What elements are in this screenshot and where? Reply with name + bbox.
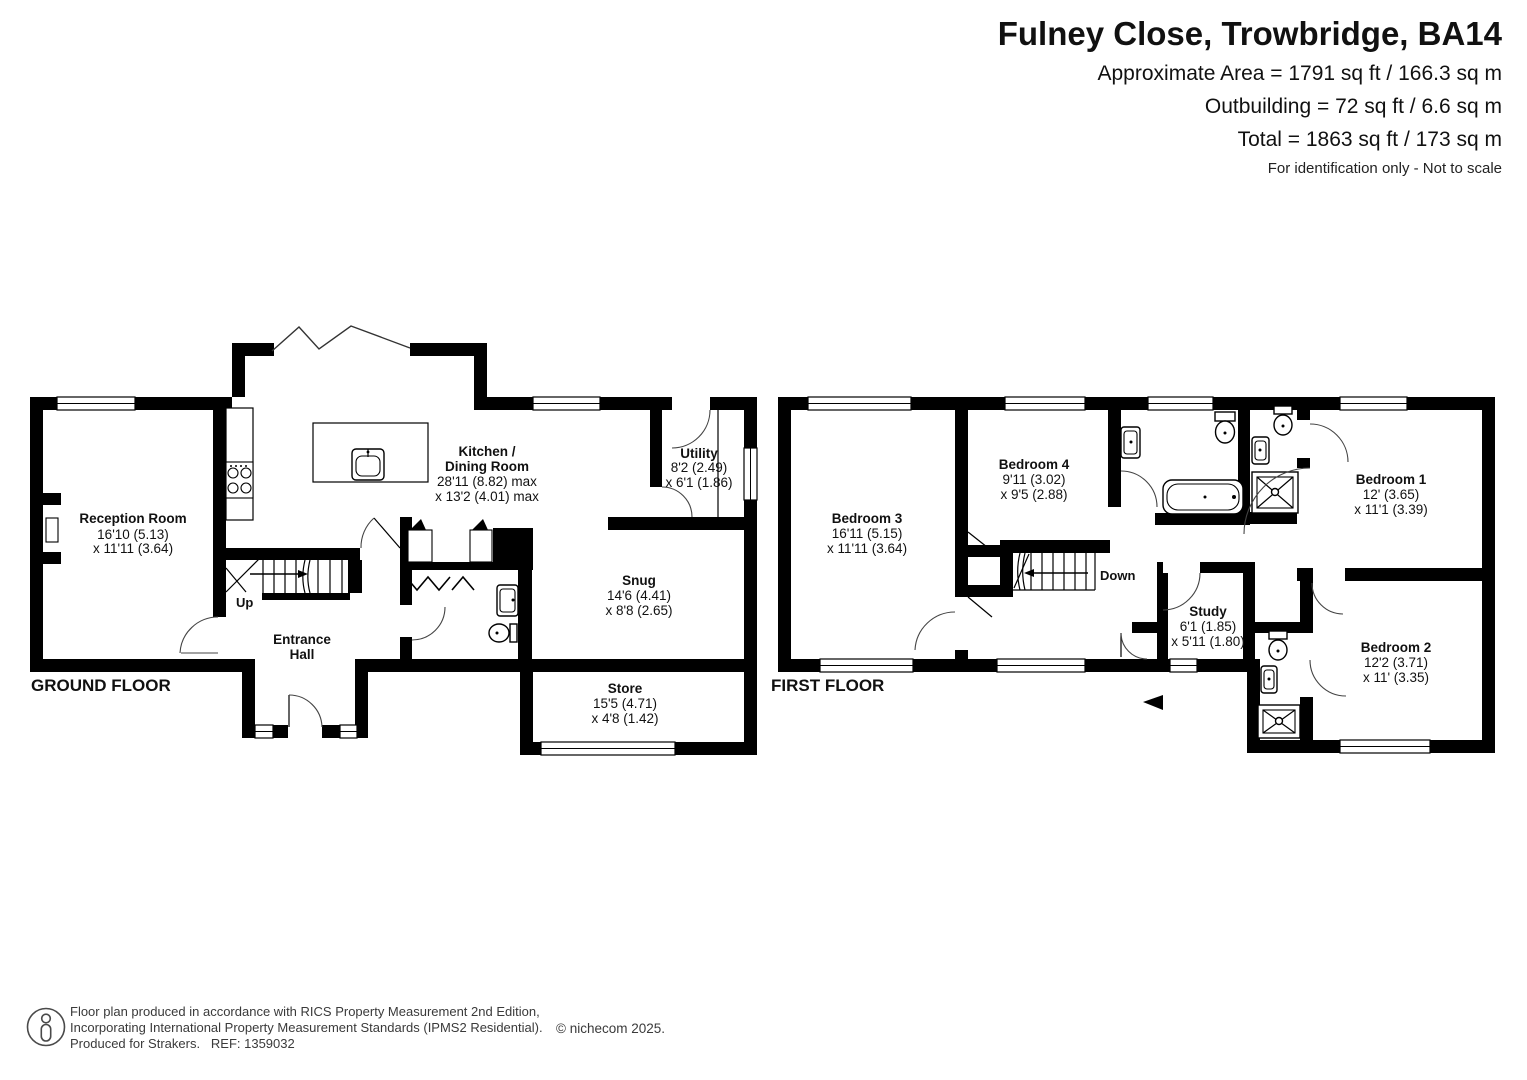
svg-text:15'5 (4.71): 15'5 (4.71) (593, 696, 657, 711)
roof-zigzag (271, 325, 411, 352)
copyright: © nichecom 2025. (556, 1021, 666, 1036)
room-label-bedroom3: Bedroom 3 (832, 511, 903, 526)
window (1004, 396, 1086, 411)
room-label-utility: Utility (680, 446, 718, 461)
window (56, 396, 136, 411)
hall-cupboards (405, 519, 493, 592)
bath-icon (1162, 479, 1244, 515)
ground-walls (30, 343, 757, 755)
window (540, 741, 676, 756)
toilet-icon (1268, 630, 1288, 661)
header: Fulney Close, Trowbridge, BA14 Approxima… (998, 14, 1502, 177)
room-label-bedroom2: Bedroom 2 (1361, 640, 1432, 655)
footer-line-3: Produced for Strakers. REF: 1359032 (70, 1036, 295, 1051)
toilet-icon (1273, 405, 1293, 436)
first-floor-plan: Bedroom 3 16'11 (5.15) x 11'11 (3.64) Be… (771, 396, 1495, 754)
room-label-bedroom1: Bedroom 1 (1356, 472, 1427, 487)
svg-text:6'1 (1.85): 6'1 (1.85) (1180, 619, 1237, 634)
sink-icon (1260, 665, 1278, 694)
sink-icon (1251, 436, 1270, 465)
svg-text:Dining Room: Dining Room (445, 459, 529, 474)
first-windows (807, 396, 1431, 754)
room-label-bedroom4: Bedroom 4 (999, 457, 1070, 472)
ground-floor-label: GROUND FLOOR (31, 676, 171, 695)
window (339, 724, 358, 739)
first-floor-label: FIRST FLOOR (771, 676, 884, 695)
svg-text:8'2 (2.49): 8'2 (2.49) (671, 460, 728, 475)
svg-text:x 11'11 (3.64): x 11'11 (3.64) (93, 541, 173, 556)
svg-text:x 11' (3.35): x 11' (3.35) (1363, 670, 1429, 685)
stairs-up (225, 555, 343, 594)
svg-text:14'6 (4.41): 14'6 (4.41) (607, 588, 671, 603)
ensuite1-fixtures (1251, 405, 1299, 514)
window (819, 658, 914, 673)
window (1339, 396, 1408, 411)
svg-text:x 11'1 (3.39): x 11'1 (3.39) (1354, 502, 1428, 517)
shower-icon (1251, 471, 1299, 514)
kitchen-sink-icon (351, 448, 385, 481)
svg-text:x 11'11 (3.64): x 11'11 (3.64) (827, 541, 907, 556)
svg-text:16'11 (5.15): 16'11 (5.15) (832, 526, 903, 541)
window (996, 658, 1086, 673)
window (254, 724, 274, 739)
wc-sink-icon (496, 584, 519, 617)
ground-room-labels: Reception Room 16'10 (5.13) x 11'11 (3.6… (79, 444, 732, 726)
footer-disclaimer: Floor plan produced in accordance with R… (70, 1004, 543, 1052)
window (743, 447, 758, 501)
svg-text:12'2 (3.71): 12'2 (3.71) (1364, 655, 1428, 670)
window (1169, 658, 1198, 673)
fireplace-icon (45, 517, 59, 543)
approximate-area: Approximate Area = 1791 sq ft / 166.3 sq… (1097, 62, 1503, 85)
room-label-entrance-hall: Entrance (273, 632, 331, 647)
first-room-labels: Bedroom 3 16'11 (5.15) x 11'11 (3.64) Be… (827, 457, 1431, 685)
stairs-up-label: Up (236, 595, 253, 610)
svg-text:12' (3.65): 12' (3.65) (1363, 487, 1420, 502)
page-title: Fulney Close, Trowbridge, BA14 (997, 15, 1502, 52)
hob-icon (225, 461, 254, 499)
scale-disclaimer: For identification only - Not to scale (1267, 160, 1502, 177)
svg-text:28'11 (8.82) max: 28'11 (8.82) max (437, 474, 537, 489)
room-label-store: Store (608, 681, 643, 696)
room-label-snug: Snug (622, 573, 656, 588)
toilet-icon (1214, 411, 1236, 444)
total-area: Total = 1863 sq ft / 173 sq m (1237, 128, 1502, 151)
footer-line-1: Floor plan produced in accordance with R… (70, 1004, 540, 1019)
ensuite2-fixtures (1257, 630, 1301, 739)
first-door-arcs (914, 423, 1349, 697)
room-label-kitchen: Kitchen / (458, 444, 515, 459)
svg-text:x 8'8 (2.65): x 8'8 (2.65) (605, 603, 672, 618)
svg-text:x 9'5 (2.88): x 9'5 (2.88) (1000, 487, 1067, 502)
svg-text:x 5'11 (1.80): x 5'11 (1.80) (1171, 634, 1245, 649)
window (1147, 396, 1214, 411)
sink-icon (1120, 426, 1141, 459)
ground-floor-plan: Reception Room 16'10 (5.13) x 11'11 (3.6… (30, 325, 758, 756)
person-icon (26, 1007, 66, 1047)
room-label-study: Study (1189, 604, 1227, 619)
svg-text:Hall: Hall (290, 647, 315, 662)
ground-door-arcs (179, 409, 711, 728)
svg-text:9'11 (3.02): 9'11 (3.02) (1002, 472, 1065, 487)
svg-text:x 13'2 (4.01) max: x 13'2 (4.01) max (435, 489, 539, 504)
wc-toilet-icon (488, 623, 518, 643)
window (1339, 739, 1431, 754)
ground-windows (56, 396, 758, 756)
stairs-down (1013, 552, 1096, 591)
window (807, 396, 912, 411)
outbuilding-area: Outbuilding = 72 sq ft / 6.6 sq m (1204, 95, 1502, 118)
bathroom-fixtures (1120, 411, 1244, 515)
room-label-reception: Reception Room (79, 511, 186, 526)
window (532, 396, 601, 411)
stairs-down-label: Down (1100, 568, 1135, 583)
shower-icon (1257, 704, 1301, 739)
svg-text:x 6'1 (1.86): x 6'1 (1.86) (665, 475, 732, 490)
footer-line-2: Incorporating International Property Mea… (70, 1020, 543, 1035)
svg-text:16'10 (5.13): 16'10 (5.13) (97, 527, 169, 542)
svg-text:x 4'8 (1.42): x 4'8 (1.42) (591, 711, 658, 726)
